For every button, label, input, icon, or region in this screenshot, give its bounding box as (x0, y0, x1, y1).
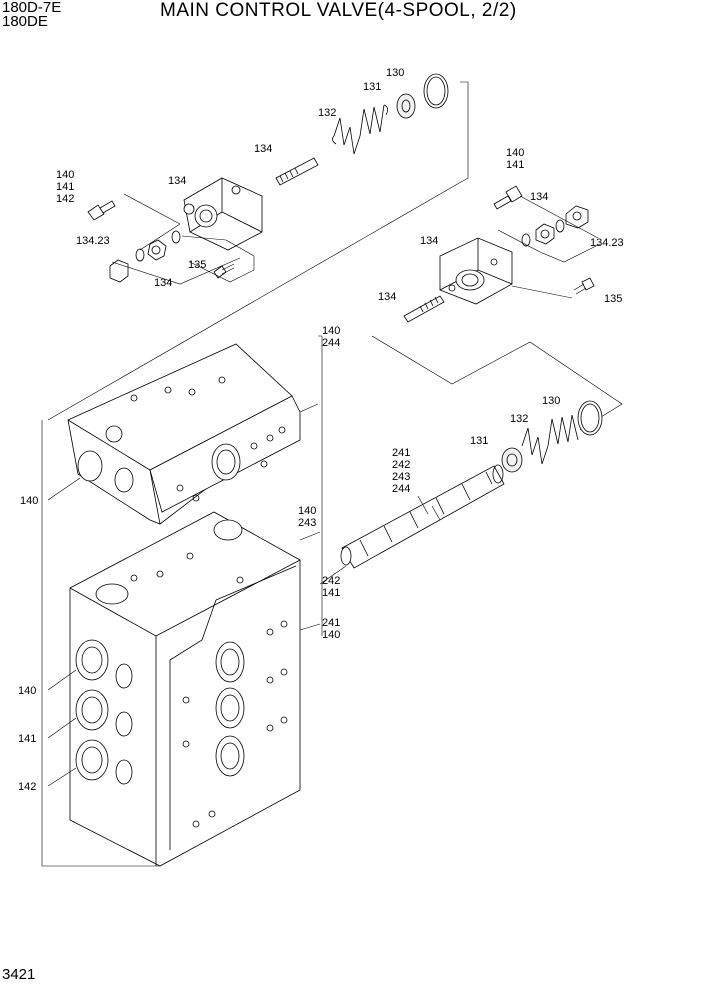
callout-134: 134 (168, 175, 186, 187)
cover-134-left (183, 177, 263, 251)
callout-242: 242 (392, 459, 410, 471)
callout-134-23: 134.23 (76, 235, 110, 247)
upper-left-assembly (47, 73, 469, 421)
callout-140: 140 (298, 505, 316, 517)
callout-134: 134 (530, 191, 548, 203)
callout-134: 134 (420, 235, 438, 247)
valve-block-lower (69, 511, 301, 867)
callout-134-23: 134.23 (590, 237, 624, 249)
callout-141: 141 (18, 733, 36, 745)
spring-seat-131 (396, 93, 416, 119)
callout-135: 135 (604, 293, 622, 305)
bolt-135-right (573, 277, 595, 295)
callout-134: 134 (254, 143, 272, 155)
callout-140: 140 (20, 495, 38, 507)
callout-241: 241 (322, 617, 340, 629)
page-number: 3421 (2, 966, 36, 983)
spring-132 (332, 104, 388, 155)
upper-right-assembly (371, 185, 623, 431)
bolt-140-right (493, 185, 523, 210)
callout-242: 242 (322, 575, 340, 587)
callout-130: 130 (542, 395, 560, 407)
callout-140: 140 (18, 685, 36, 697)
callout-130: 130 (386, 67, 404, 79)
spring-132-lower (521, 414, 579, 465)
valve-block-upper (67, 343, 301, 525)
bolt-140-left (87, 200, 116, 221)
callout-131: 131 (363, 81, 381, 93)
spring-seat-131-lower (501, 447, 523, 473)
callout-141: 141 (322, 587, 340, 599)
callout-140: 140 (56, 169, 74, 181)
callout-134: 134 (378, 291, 396, 303)
callout-131: 131 (470, 435, 488, 447)
callout-141: 141 (56, 181, 74, 193)
callout-243: 243 (298, 517, 316, 529)
callout-244: 244 (322, 337, 340, 349)
callout-140: 140 (506, 147, 524, 159)
o-ring-130 (423, 73, 449, 109)
callout-244: 244 (392, 483, 410, 495)
plug-134-upper (275, 157, 319, 186)
cover-134-right (439, 237, 513, 305)
diagram-title: MAIN CONTROL VALVE(4-SPOOL, 2/2) (160, 0, 517, 21)
callout-134: 134 (154, 277, 172, 289)
callout-132: 132 (318, 107, 336, 119)
nut-134-23-left (109, 230, 181, 283)
callout-140: 140 (322, 325, 340, 337)
nut-134-23-right (521, 205, 589, 247)
callout-142: 142 (56, 193, 74, 205)
plug-134-right (403, 295, 445, 323)
spool-assembly (340, 400, 603, 569)
callout-243: 243 (392, 471, 410, 483)
model-variant: 180DE (2, 13, 48, 30)
callout-241: 241 (392, 447, 410, 459)
callout-140: 140 (322, 629, 340, 641)
callout-141: 141 (506, 159, 524, 171)
callout-135: 135 (188, 259, 206, 271)
model-number: 180D-7E (2, 0, 62, 16)
callout-132: 132 (510, 413, 528, 425)
callout-142: 142 (18, 781, 36, 793)
o-ring-130-lower (577, 400, 603, 436)
bolt-135-left (213, 263, 235, 279)
